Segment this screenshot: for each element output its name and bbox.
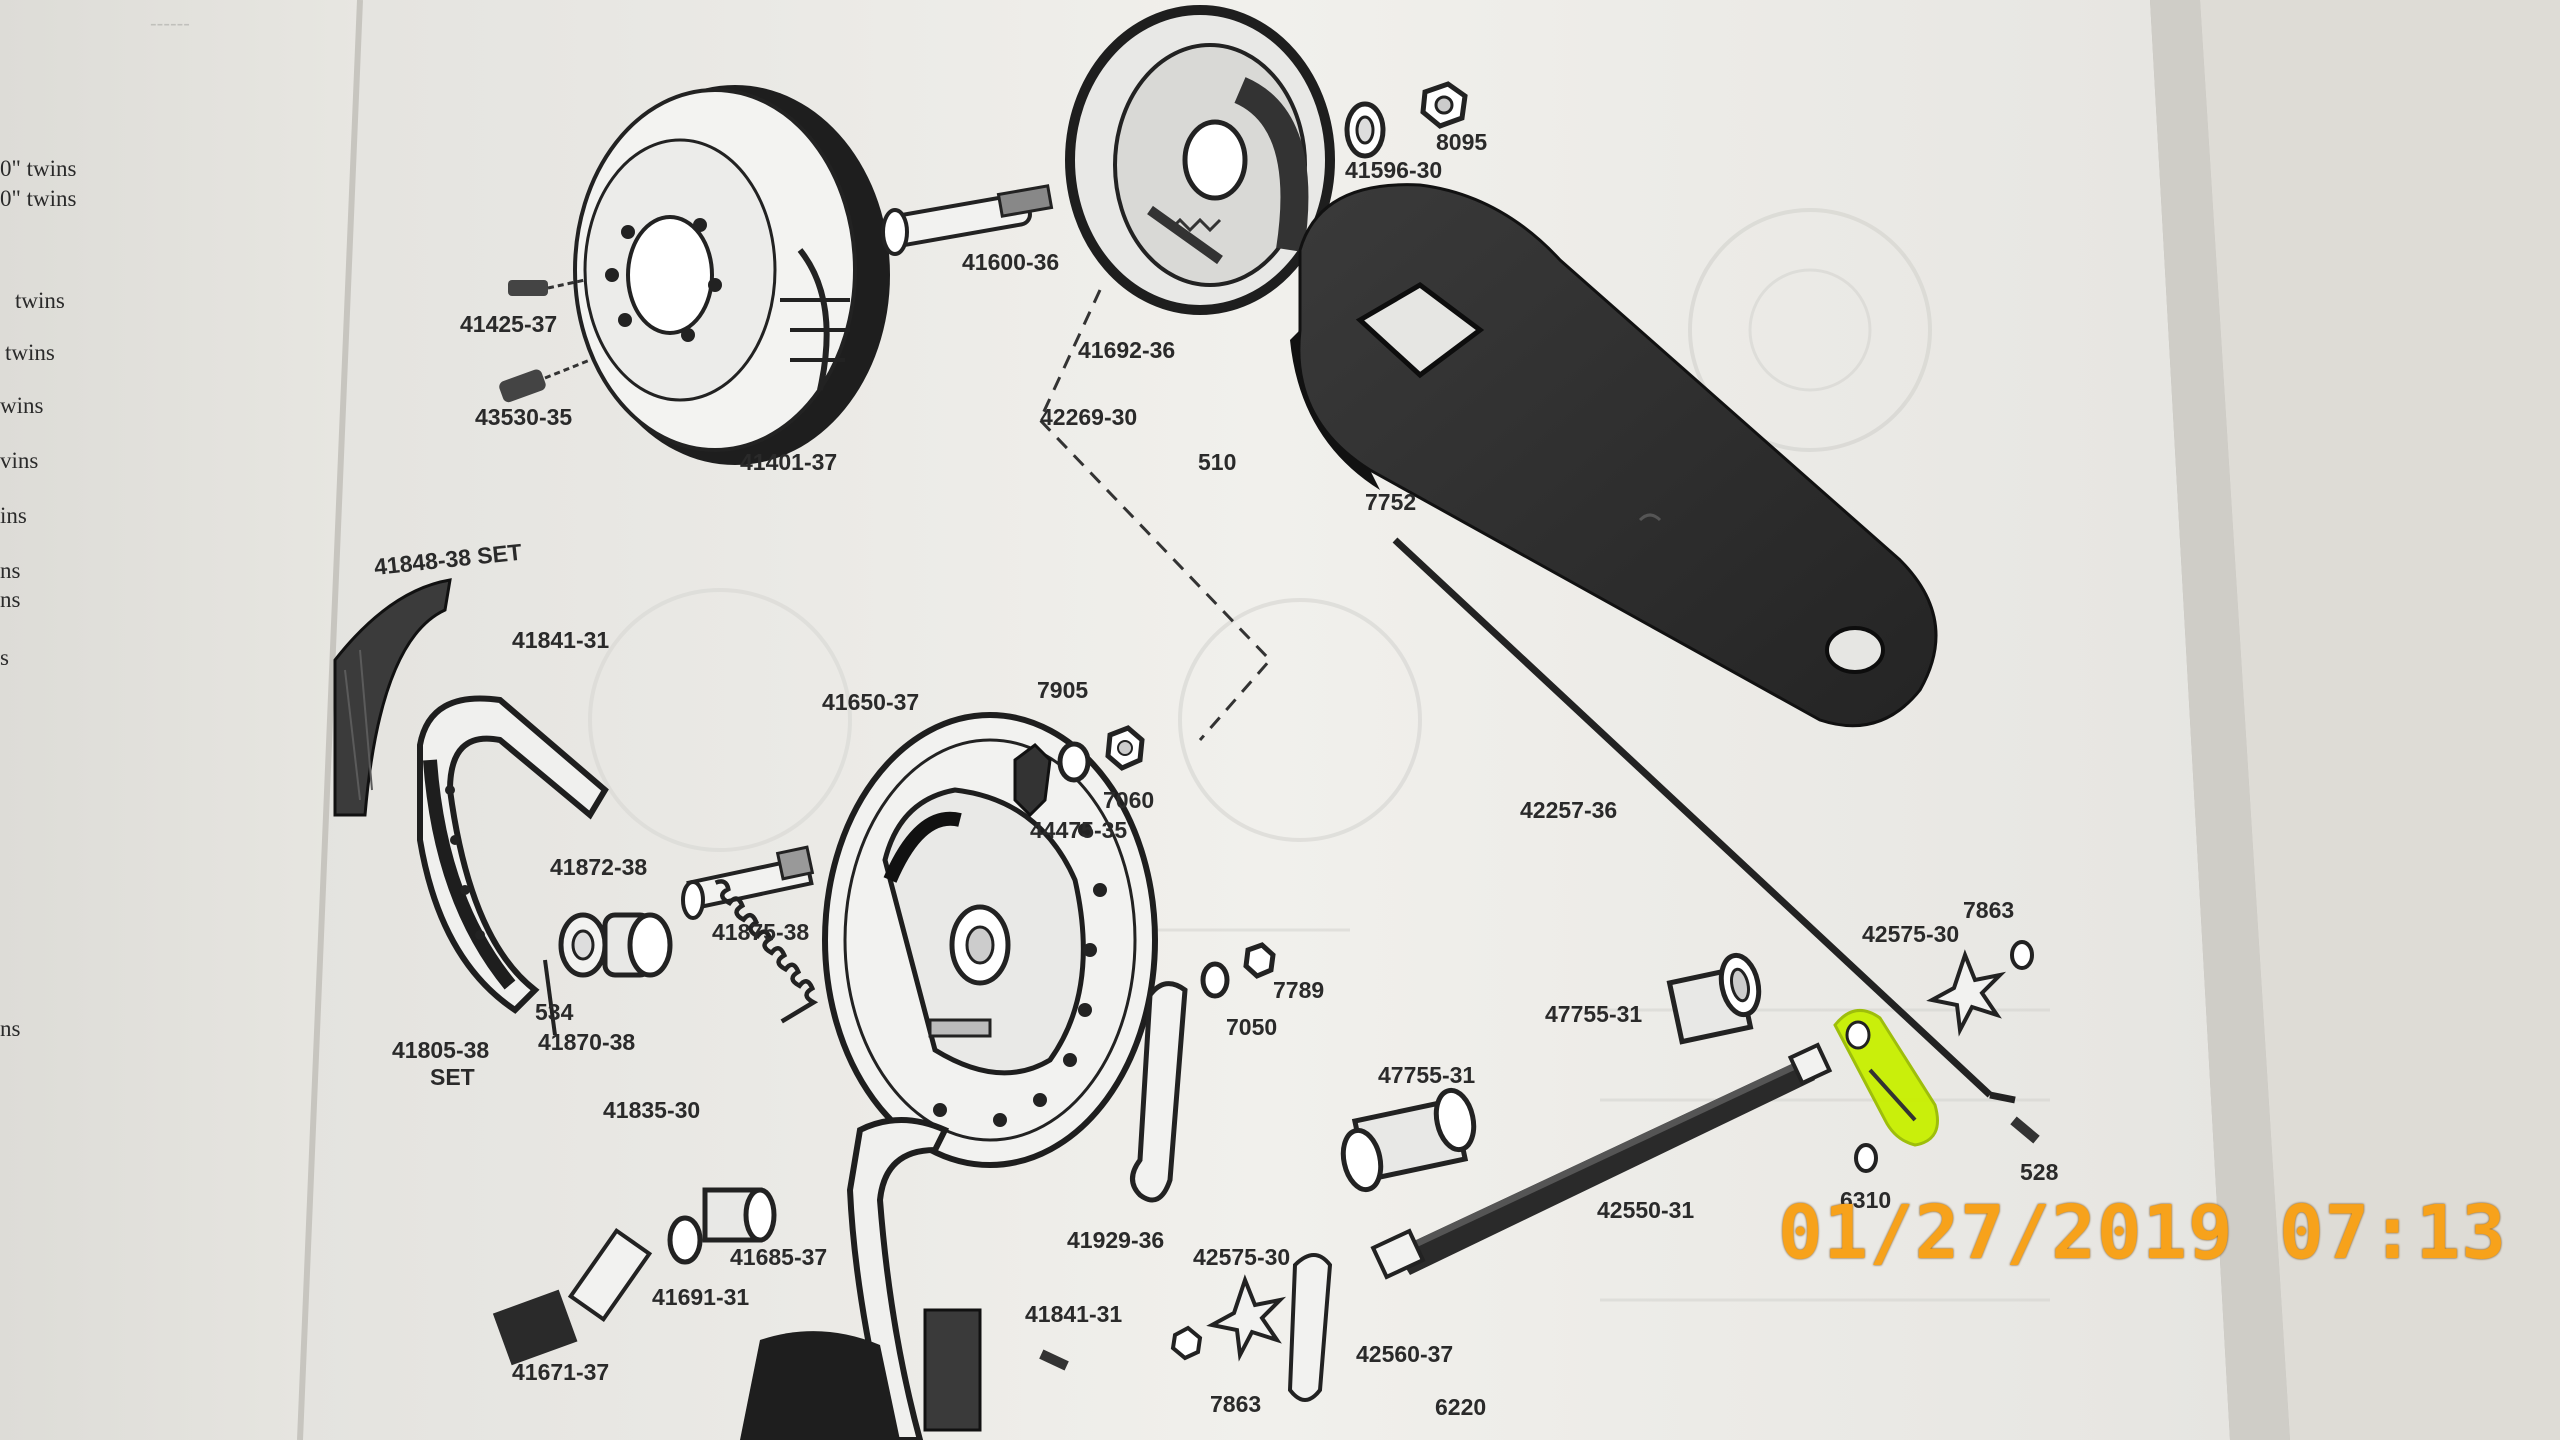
label-41401-37: 41401-37 [740,449,837,475]
label-41671-37: 41671-37 [512,1359,609,1385]
left-frag-10: s [0,645,9,670]
label-41596-30: 41596-30 [1345,157,1442,183]
label-7789: 7789 [1273,977,1324,1003]
left-frag-7: ins [0,503,27,528]
label-7060: 7060 [1103,787,1154,813]
left-page [0,0,370,1440]
washer-6310 [1854,1143,1878,1173]
bushing-upper-drawing [1666,952,1762,1045]
left-frag-8: ns [0,558,21,583]
brake-drum-drawing [573,85,890,465]
label-41929-36: 41929-36 [1067,1227,1164,1253]
lever-drawing [1130,981,1188,1203]
brake-assembly-top-drawing [1065,5,1335,315]
label-41691-31: 41691-31 [652,1284,749,1310]
left-frag-1: 0" twins [0,156,77,181]
part-labels: 41596-30 8095 41600-36 41425-37 43530-35… [373,129,2059,1420]
label-47755-31-lower: 47755-31 [1378,1062,1475,1088]
label-42269-30: 42269-30 [1040,404,1137,430]
left-page-text: 0" twins 0" twins twins twins wins vins … [0,156,77,1041]
label-42257-36: 42257-36 [1520,797,1617,823]
lower-shoe-drawing [740,1117,982,1440]
backing-plate-drawing [822,712,1158,1168]
highlighted-lever [1833,1009,1939,1147]
brake-lining-drawing [333,578,452,817]
label-42575-30-lower: 42575-30 [1193,1244,1290,1270]
show-through [588,208,2050,1302]
page-edge-shadow [2150,0,2290,1440]
star-spacer-upper [1926,940,2034,1037]
lower-left-parts-drawing [492,1187,1069,1371]
svg-text:------: ------ [150,13,190,35]
label-41872-38: 41872-38 [550,854,647,880]
bushing-lower-drawing [1340,1087,1477,1193]
label-7752: 7752 [1365,489,1416,515]
left-frag-11: ns [0,1016,21,1041]
axle-spindle-drawing [881,184,1054,256]
label-6220: 6220 [1435,1394,1486,1420]
gutter-line [297,0,363,1440]
label-6310: 6310 [1840,1187,1891,1213]
adjusting-tool-photo [1290,183,1938,728]
label-510: 510 [1198,449,1236,475]
label-7050: 7050 [1226,1014,1277,1040]
label-41600-36: 41600-36 [962,249,1059,275]
screw-528 [2010,1116,2040,1144]
brake-shoe-left-drawing [417,695,609,1014]
label-41692-36: 41692-36 [1078,337,1175,363]
label-41870-38: 41870-38 [538,1029,635,1055]
left-frag-4: twins [5,340,55,365]
cam-hardware-drawing [1013,725,1145,818]
dashed-leader [1038,289,1273,741]
label-41841-31-lower: 41841-31 [1025,1301,1122,1327]
brake-rod [1392,537,1993,1098]
label-43530-35: 43530-35 [475,404,572,430]
label-41841-31-upper: 41841-31 [512,627,609,653]
label-41425-37: 41425-37 [460,311,557,337]
spring-drawing [714,879,819,1024]
bearing-and-nut [1344,81,1468,159]
label-7863-lower: 7863 [1210,1391,1261,1417]
label-534: 534 [535,999,574,1025]
right-edge-stack [2200,0,2560,1440]
left-frag-2: 0" twins [0,186,77,211]
label-42575-30-upper: 42575-30 [1862,921,1959,947]
label-7863-upper: 7863 [1963,897,2014,923]
left-frag-9: ns [0,587,21,612]
label-41835-30: 41835-30 [603,1097,700,1123]
label-8095: 8095 [1436,129,1487,155]
date-time-stamp: 01/27/2019 07:13 [1778,1190,2507,1276]
label-41805-set: SET [430,1064,475,1090]
label-528: 528 [2020,1159,2059,1185]
label-41685-37: 41685-37 [730,1244,827,1270]
label-41805-38: 41805-38 [392,1037,489,1063]
label-44475-35: 44475-35 [1030,817,1127,843]
label-47755-31-upper: 47755-31 [1545,1001,1642,1027]
left-frag-6: vins [0,448,38,473]
top-faint-text: ------ [150,13,190,35]
label-41650-37: 41650-37 [822,689,919,715]
cross-shaft-drawing [1370,1042,1833,1280]
star-spacer-lower [1170,1253,1333,1402]
label-42560-37: 42560-37 [1356,1341,1453,1367]
left-frag-5: wins [0,393,44,418]
label-42550-31: 42550-31 [1597,1197,1694,1223]
adjuster-parts-drawing [543,845,815,1036]
left-frag-3: twins [15,288,65,313]
brake-rod-lower [1989,1091,2016,1104]
bolts-top-left [499,278,591,403]
small-nut-washer-drawing [1200,942,1276,999]
label-7905: 7905 [1037,677,1088,703]
label-41875-38: 41875-38 [712,919,809,945]
